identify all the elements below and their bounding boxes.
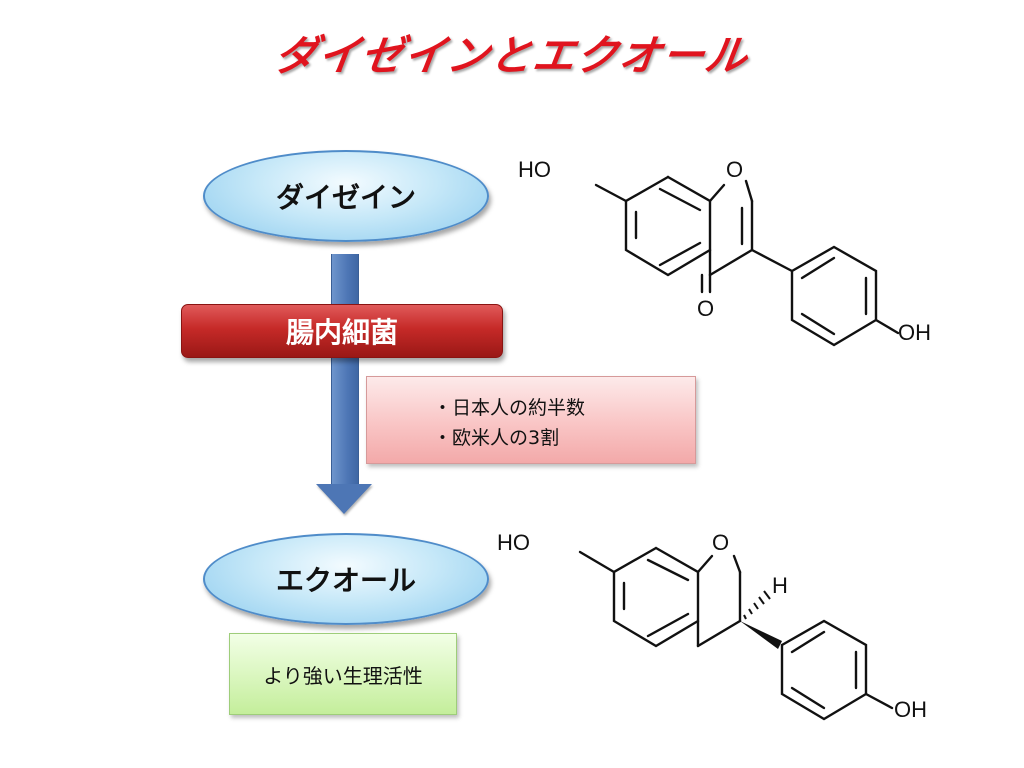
population-stats-box: ・日本人の約半数 ・欧米人の3割: [366, 376, 696, 464]
equol-ring-o-label: O: [712, 530, 729, 555]
daidzein-carbonyl-o-label: O: [697, 296, 714, 321]
equol-h-label: H: [772, 573, 788, 598]
equol-label: エクオール: [275, 564, 416, 597]
daidzein-label: ダイゼイン: [275, 181, 416, 214]
daidzein-ellipse: ダイゼイン: [203, 150, 489, 242]
stat-western: ・欧米人の3割: [433, 427, 560, 449]
equol-ellipse: エクオール: [203, 533, 489, 625]
equol-ho-label: HO: [497, 530, 530, 555]
bioactivity-label: より強い生理活性: [263, 663, 423, 688]
bioactivity-box: より強い生理活性: [229, 633, 457, 715]
daidzein-ring-o-label: O: [726, 157, 743, 182]
conversion-arrow-head: [316, 484, 372, 514]
conversion-arrow-shaft: [331, 254, 359, 486]
stat-japanese: ・日本人の約半数: [433, 397, 586, 419]
equol-oh-label: OH: [894, 697, 927, 722]
daidzein-ho-label: HO: [518, 157, 551, 182]
daidzein-oh-label: OH: [898, 320, 931, 345]
gut-bacteria-label: 腸内細菌: [285, 316, 398, 349]
gut-bacteria-box: 腸内細菌: [181, 304, 503, 358]
